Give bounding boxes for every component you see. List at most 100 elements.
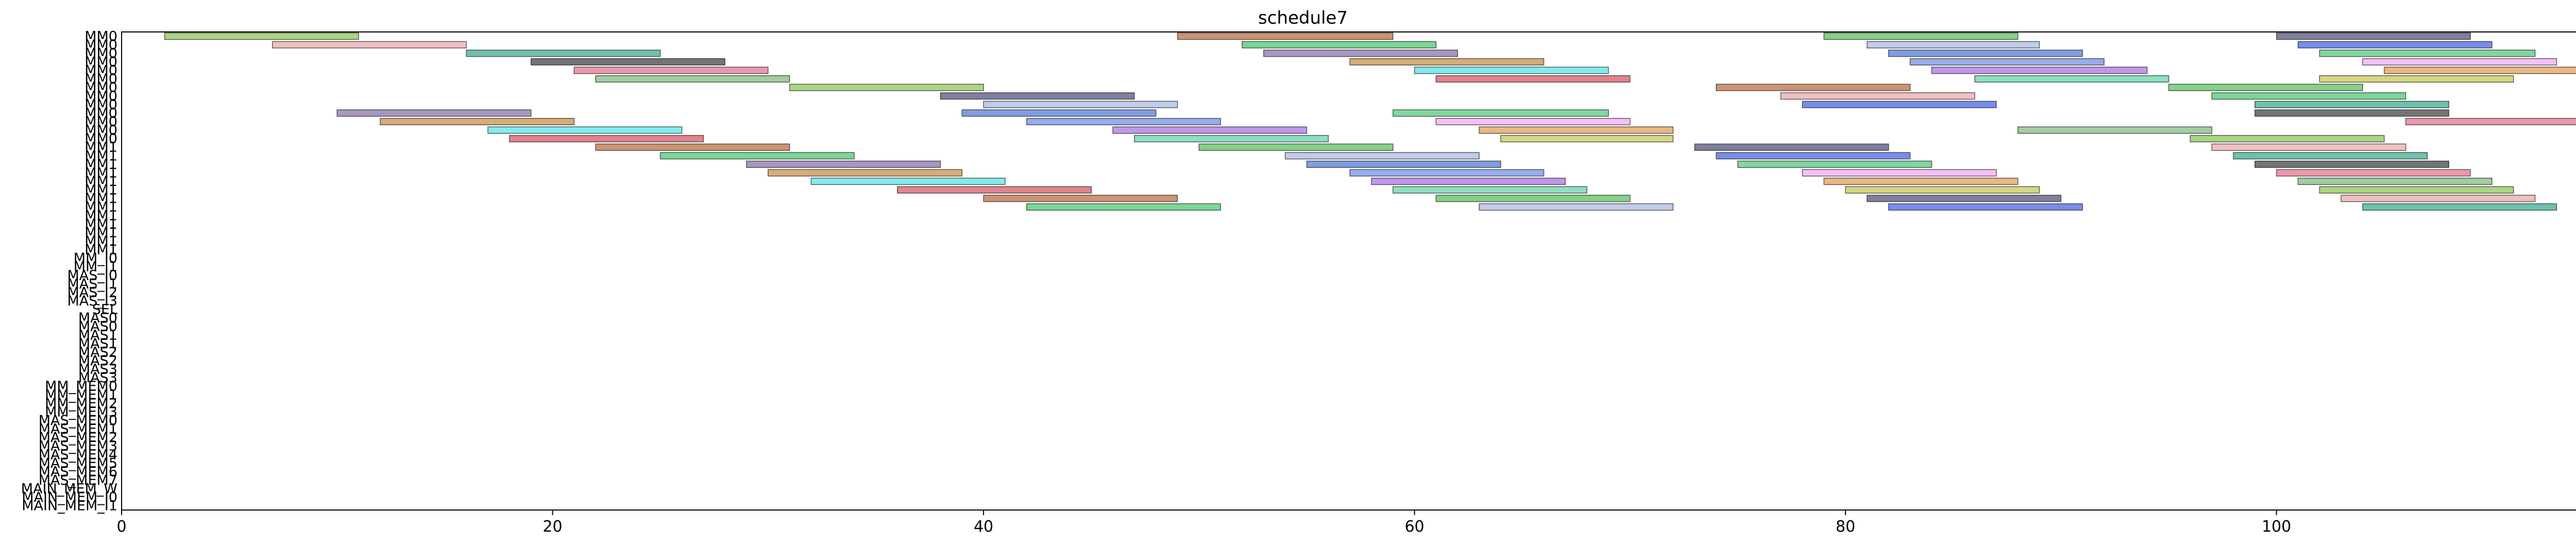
task-bar	[1888, 49, 2083, 57]
task-bar	[1435, 117, 1631, 126]
task-bar	[983, 195, 1178, 202]
task-bar	[659, 152, 855, 160]
task-bar	[961, 109, 1157, 117]
task-bar	[466, 49, 661, 57]
y-tick-labels: MM0MM0MM0MM0MM0MM0MM0MM0MM0MM0MM0MM0MM0M…	[21, 28, 117, 514]
task-bar	[1867, 195, 2062, 202]
task-bar	[2168, 83, 2363, 91]
task-bar	[530, 58, 725, 66]
task-bar	[2255, 109, 2449, 117]
y-tick-label: MM0	[84, 131, 117, 147]
y-tick-label: MM1	[84, 148, 117, 164]
task-bar	[380, 117, 575, 126]
y-tick-label: MAS3	[78, 362, 117, 378]
task-bar	[1737, 160, 1933, 168]
task-bar	[2211, 143, 2406, 151]
task-bar	[2405, 117, 2576, 126]
task-bar	[1306, 160, 1501, 168]
task-bar	[2017, 126, 2212, 134]
task-bar	[573, 66, 769, 74]
task-bar	[768, 169, 962, 177]
task-bar	[487, 126, 683, 134]
task-bar	[2297, 177, 2493, 185]
task-bar	[2276, 32, 2471, 40]
y-tick-label: MM1	[84, 242, 117, 258]
task-bar	[1909, 58, 2105, 66]
y-tick-label: MAS_MEM2	[39, 430, 117, 446]
task-bar	[1845, 186, 2040, 194]
task-bar	[1823, 32, 2019, 40]
y-tick-label: MM1	[84, 165, 117, 181]
y-tick-label: MM1	[84, 225, 117, 241]
task-bar	[1263, 49, 1458, 57]
y-tick-label: MAS_MEM1	[39, 421, 117, 437]
y-tick-label: MAS_MEM4	[39, 447, 117, 463]
y-tick-label: MM0	[84, 105, 117, 121]
task-bar	[1931, 66, 2148, 74]
task-bar	[336, 109, 532, 117]
task-bar	[1716, 152, 1911, 160]
y-tick-label: MM_MEM1	[45, 387, 117, 403]
task-bar	[1242, 41, 1437, 48]
y-tick-label: MAIN_MEM_I1	[22, 498, 117, 514]
y-tick-label: MAIN_MEM_W	[21, 481, 117, 497]
y-tick-label: MM1	[84, 216, 117, 232]
task-bar	[1694, 143, 1889, 151]
y-tick-label: MAS_I1	[67, 276, 117, 292]
y-tick-label: MAS_I2	[67, 284, 117, 300]
task-bar	[1026, 203, 1221, 211]
task-bar	[2255, 100, 2449, 108]
y-tick-label: MAS_MEM3	[39, 438, 117, 454]
y-tick-label: MAS2	[78, 353, 117, 369]
task-bar	[1888, 203, 2083, 211]
task-bar	[1414, 66, 1609, 74]
task-bar	[595, 75, 790, 83]
task-bar	[2319, 49, 2536, 57]
task-bar	[1112, 126, 1308, 134]
plot-frame	[121, 31, 2576, 511]
task-bar	[1198, 143, 1394, 151]
y-tick-label: MAIN_MEM_I0	[22, 489, 117, 505]
task-bar	[1479, 126, 1674, 134]
y-tick-label: MM0	[84, 71, 117, 87]
task-bar	[2190, 135, 2385, 143]
task-bar	[1716, 83, 1911, 91]
x-tick-label: 100	[2262, 518, 2291, 536]
y-tick-label: MAS2	[78, 344, 117, 360]
task-bar	[1867, 41, 2040, 48]
y-tick-label: MM0	[84, 88, 117, 104]
y-tick-label: MM_I0	[74, 250, 117, 266]
y-tick-label: MM1	[84, 140, 117, 156]
y-tick-label: MM1	[84, 182, 117, 198]
task-bar	[1392, 186, 1587, 194]
y-tick-label: MM0	[84, 45, 117, 61]
y-tick-label: MAS1	[78, 327, 117, 343]
y-tick-label: MAS_MEM5	[39, 455, 117, 471]
task-bars	[164, 32, 2576, 211]
task-bar	[272, 41, 467, 48]
task-bar	[983, 100, 1178, 108]
y-tick-label: MAS0	[78, 310, 117, 326]
y-tick-label: MAS_I0	[67, 267, 117, 283]
task-bar	[810, 177, 1006, 185]
task-bar	[1349, 169, 1545, 177]
x-tick-label: 80	[1836, 518, 1855, 536]
task-bar	[1802, 169, 1997, 177]
task-bar	[1026, 117, 1221, 126]
y-tick-label: MM1	[84, 233, 117, 249]
y-tick-label: MM0	[84, 54, 117, 70]
y-tick-label: MM1	[84, 199, 117, 215]
task-bar	[789, 83, 984, 91]
task-bar	[940, 92, 1135, 100]
y-tick-label: MAS0	[78, 319, 117, 335]
task-bar	[2276, 169, 2471, 177]
task-bar	[1435, 195, 1631, 202]
y-tick-label: MM1	[84, 157, 117, 173]
task-bar	[2362, 58, 2557, 66]
task-bar	[1134, 135, 1329, 143]
task-bar	[2211, 92, 2406, 100]
task-bar	[2319, 75, 2514, 83]
task-bar	[896, 186, 1092, 194]
